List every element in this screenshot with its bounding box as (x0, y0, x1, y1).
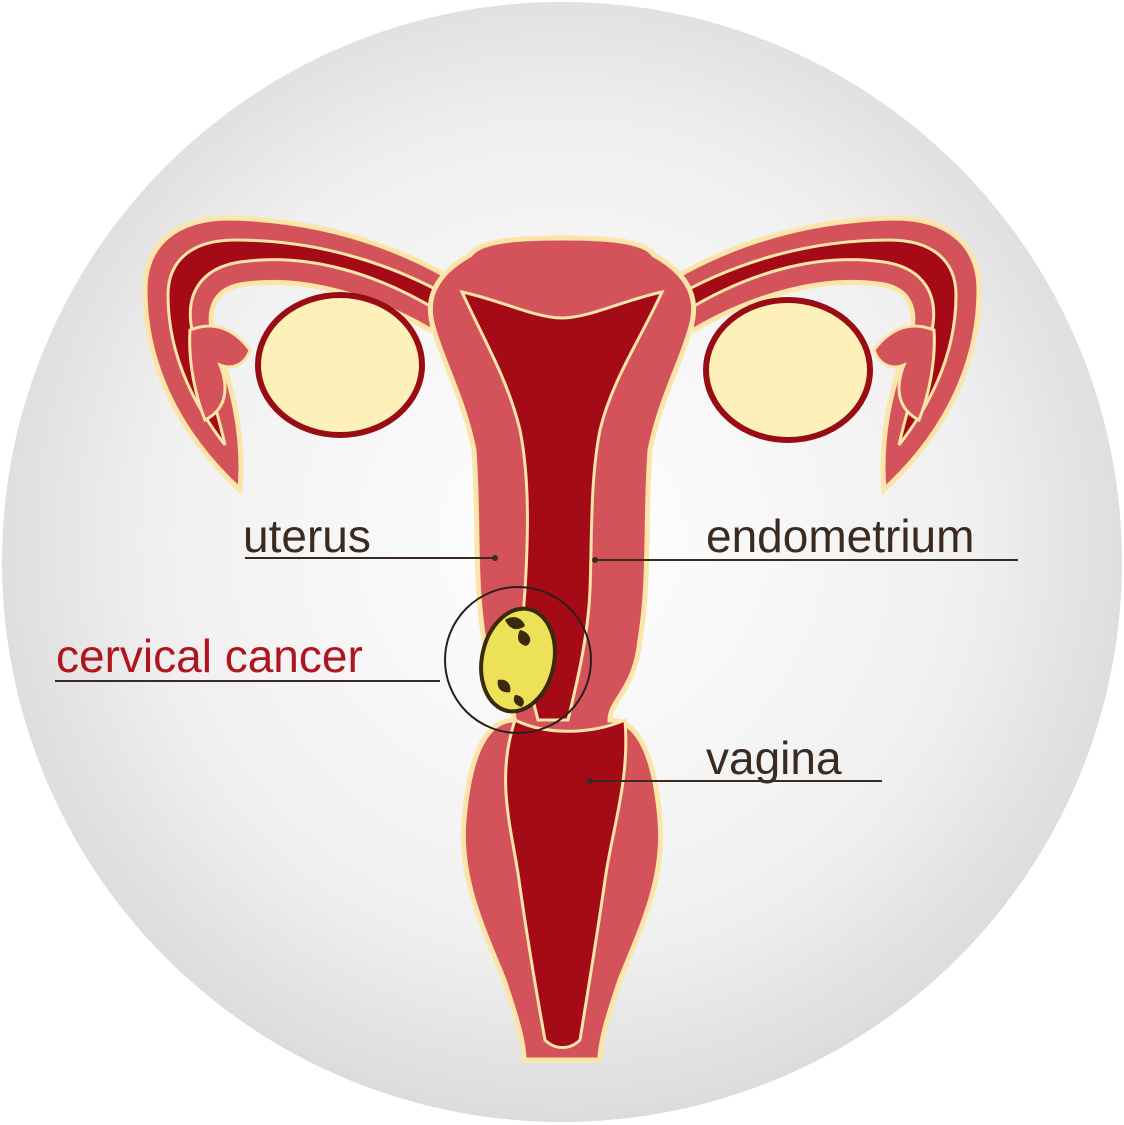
left-ovary (258, 295, 422, 435)
cervical-cancer-label: cervical cancer (56, 630, 363, 682)
uterus-label: uterus (243, 510, 371, 562)
endometrium-label: endometrium (706, 510, 974, 562)
vagina-label: vagina (706, 732, 842, 784)
right-ovary (706, 300, 870, 440)
